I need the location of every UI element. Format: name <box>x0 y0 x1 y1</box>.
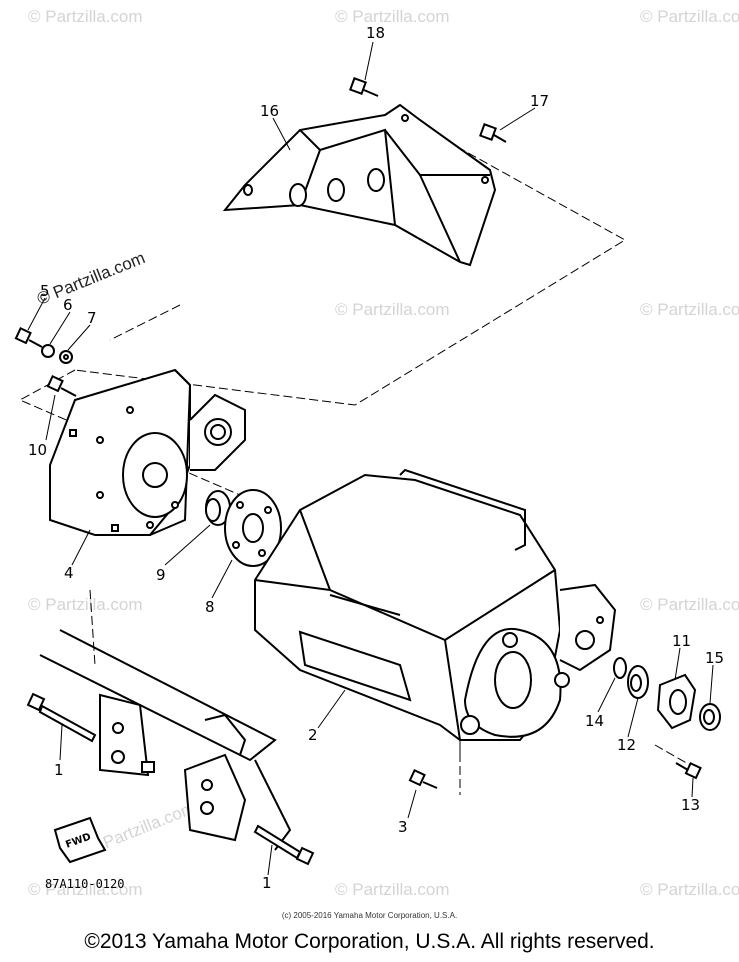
callout-10[interactable]: 10 <box>28 441 47 459</box>
leader-lines <box>27 41 714 876</box>
watermark: © Partzilla.com <box>335 7 450 26</box>
washer-part-6[interactable] <box>41 344 55 358</box>
callout-15[interactable]: 15 <box>705 649 724 667</box>
callout-6[interactable]: 6 <box>63 296 73 314</box>
callout-labels: 18 17 16 5 6 7 10 4 9 8 2 3 14 12 11 15 … <box>28 24 724 892</box>
bearing-part-12[interactable] <box>627 665 649 699</box>
seal-part-15[interactable] <box>699 703 721 731</box>
callout-13[interactable]: 13 <box>681 796 700 814</box>
watermark: © Partzilla.com <box>640 880 739 899</box>
diagram-reference: 87A110-0120 <box>45 877 124 891</box>
callout-16[interactable]: 16 <box>260 102 279 120</box>
bearing-part-9[interactable] <box>205 490 231 526</box>
frame-mount-area <box>39 629 292 851</box>
bolt-part-17[interactable] <box>479 123 507 143</box>
bolt-part-18[interactable] <box>349 77 379 97</box>
housing-part-2[interactable] <box>254 468 617 741</box>
bolt-part-10[interactable] <box>46 375 77 397</box>
bolt-part-3[interactable] <box>408 769 438 789</box>
watermark: © Partzilla.com <box>640 7 739 26</box>
sprocket-plate-part-8[interactable] <box>224 489 282 567</box>
bolt-part-13[interactable] <box>675 762 702 780</box>
callout-1b[interactable]: 1 <box>262 874 272 892</box>
callout-11[interactable]: 11 <box>672 632 691 650</box>
callout-7[interactable]: 7 <box>87 309 97 327</box>
callout-4[interactable]: 4 <box>64 564 74 582</box>
watermark: © Partzilla.com <box>335 880 450 899</box>
callout-17[interactable]: 17 <box>530 92 549 110</box>
chaincase-plate-part-4[interactable] <box>49 368 246 536</box>
flange-part-11[interactable] <box>656 673 697 730</box>
bolt-part-1a[interactable] <box>26 692 97 743</box>
callout-12[interactable]: 12 <box>617 736 636 754</box>
watermark: © Partzilla.com <box>28 7 143 26</box>
watermark: © Partzilla.com <box>34 248 147 309</box>
callout-2[interactable]: 2 <box>308 726 318 744</box>
nut-part-7[interactable] <box>59 350 73 364</box>
bolt-part-1b[interactable] <box>253 824 315 866</box>
watermark: © Partzilla.com <box>640 300 739 319</box>
watermark: © Partzilla.com <box>28 595 143 614</box>
copyright-main: ©2013 Yamaha Motor Corporation, U.S.A. A… <box>84 930 655 953</box>
bolt-part-5[interactable] <box>14 327 43 348</box>
fwd-arrow-icon: FWD <box>53 816 107 864</box>
watermark: © Partzilla.com <box>28 880 143 899</box>
callout-14[interactable]: 14 <box>585 712 604 730</box>
callout-1a[interactable]: 1 <box>54 761 64 779</box>
copyright-small: (c) 2005-2016 Yamaha Motor Corporation, … <box>281 911 458 920</box>
watermark: © Partzilla.com <box>640 595 739 614</box>
washer-part-14[interactable] <box>613 657 627 679</box>
callout-5[interactable]: 5 <box>40 282 50 300</box>
watermark: © Partzilla.com <box>335 300 450 319</box>
callout-3[interactable]: 3 <box>398 818 408 836</box>
callout-18[interactable]: 18 <box>366 24 385 42</box>
callout-8[interactable]: 8 <box>205 598 215 616</box>
upper-bracket-part-16[interactable] <box>222 103 497 267</box>
callout-9[interactable]: 9 <box>156 566 166 584</box>
